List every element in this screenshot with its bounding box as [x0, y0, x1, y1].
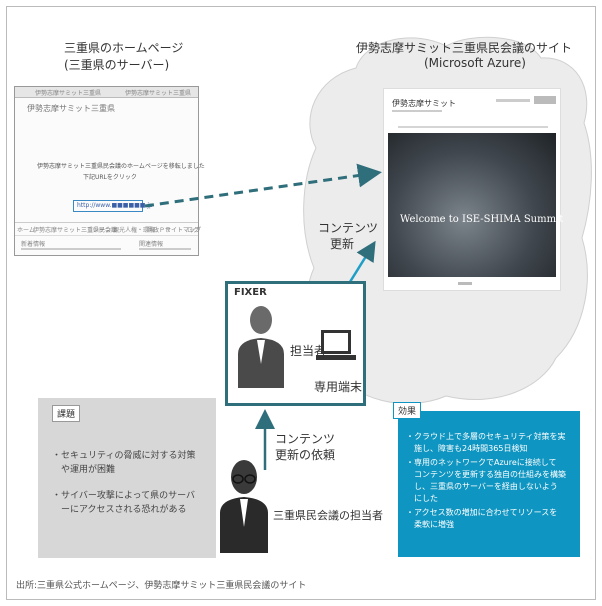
update-label-1: コンテンツ [318, 221, 379, 235]
browser-address: 伊勢志摩サミット三重県 [35, 90, 102, 97]
hero-text: Welcome to ISE-SHIMA Summit [400, 214, 564, 225]
site-nav-bar[interactable] [398, 126, 548, 128]
laptop-icon [316, 330, 356, 360]
right-site-subtitle: (Microsoft Azure) [424, 56, 526, 70]
effect-tag: 効果 [393, 402, 422, 419]
logo-subline [392, 110, 442, 112]
news-line [21, 248, 121, 250]
redirect-arrow [144, 163, 382, 208]
browser-page-title: 伊勢志摩サミット三重県 [27, 104, 115, 113]
click-instruction: 下記URLをクリック [83, 174, 137, 181]
source-footnote: 出所:三重県公式ホームページ、伊勢志摩サミット三重県民会議のサイト [16, 581, 307, 591]
browser-tab: 伊勢志摩サミット三重県 [125, 90, 192, 97]
nav-item[interactable]: 観光 [113, 227, 126, 234]
browser-toolbar: 伊勢志摩サミット三重県 伊勢志摩サミット三重県 [15, 87, 198, 98]
fixer-box: FIXER 担当者 専用端末 [225, 281, 366, 406]
news-heading: 新着情報 [21, 241, 46, 248]
site-logo: 伊勢志摩サミット [392, 99, 456, 108]
nav-item[interactable]: 人権・環境 [125, 227, 156, 234]
effect-line: 施し、障害も24時間365日検知 [406, 444, 528, 453]
nav-item[interactable]: ホーム [17, 227, 35, 234]
problem-line: ・サイバー攻撃によって県のサーバ [52, 491, 196, 501]
nav-item[interactable]: ログ [187, 227, 200, 234]
nav-item[interactable]: サイトマップ [165, 227, 202, 234]
content-divider [15, 235, 198, 236]
related-line [139, 248, 191, 250]
left-site-subtitle: (三重県のサーバー) [64, 58, 170, 72]
problem-line: ーにアクセスされる恐れがある [52, 505, 187, 515]
operator-person-icon [238, 306, 284, 388]
device-label: 専用端末 [314, 380, 363, 394]
effect-line: ・アクセス数の増加に合わせてリソースを [406, 508, 558, 517]
effect-line: ・クラウド上で多層のセキュリティ対策を実 [406, 432, 566, 441]
effect-line: コンテンツを更新する独自の仕組みを構築 [406, 470, 566, 479]
effect-line: にした [406, 494, 438, 503]
header-links[interactable] [496, 99, 530, 102]
left-site-title: 三重県のホームページ [64, 41, 184, 55]
fixer-title: FIXER [234, 287, 267, 298]
request-label-1: コンテンツ [275, 432, 336, 446]
nav-item[interactable]: コンテンツ [87, 227, 118, 234]
related-heading: 関連情報 [139, 241, 164, 248]
relocation-message: 伊勢志摩サミット三重県民会議のホームページを移転しました [37, 163, 205, 170]
new-site-link[interactable]: http://www.■■■■■■.jp [73, 200, 153, 212]
effect-line: し、三重県のサーバーを経由しないよう [406, 482, 558, 491]
nav-item[interactable]: 伊勢志摩サミット三重県民会議 [33, 227, 118, 234]
header-button[interactable] [534, 96, 556, 104]
hero-image [388, 133, 556, 277]
person-label: 担当者 [290, 344, 327, 358]
problem-line: ・セキュリティの脅威に対する対策 [52, 451, 196, 461]
request-label-2: 更新の依頼 [275, 448, 336, 462]
carousel-dots[interactable] [458, 282, 472, 285]
problem-line: や運用が困難 [52, 465, 116, 475]
effect-line: 柔軟に増強 [406, 520, 454, 529]
mie-homepage-screenshot: 伊勢志摩サミット三重県 伊勢志摩サミット三重県 伊勢志摩サミット三重県 伊勢志摩… [14, 86, 205, 256]
problem-box: 課題 ・セキュリティの脅威に対する対策 や運用が困難 ・サイバー攻撃によって県の… [38, 398, 216, 558]
requester-label: 三重県民会議の担当者 [273, 509, 383, 522]
nav-divider [15, 222, 198, 223]
figure-frame [6, 6, 596, 600]
effect-box: ・クラウド上で多層のセキュリティ対策を実 施し、障害も24時間365日検知 ・専… [398, 411, 580, 557]
right-site-title: 伊勢志摩サミット三重県民会議のサイト [356, 41, 573, 55]
update-label-2: 更新 [330, 237, 355, 251]
effect-line: ・専用のネットワークでAzureに接続して [406, 458, 557, 467]
problem-tag: 課題 [52, 405, 81, 422]
nav-item[interactable]: 県政ＰＲ [147, 227, 172, 234]
requester-person-icon [220, 460, 268, 553]
